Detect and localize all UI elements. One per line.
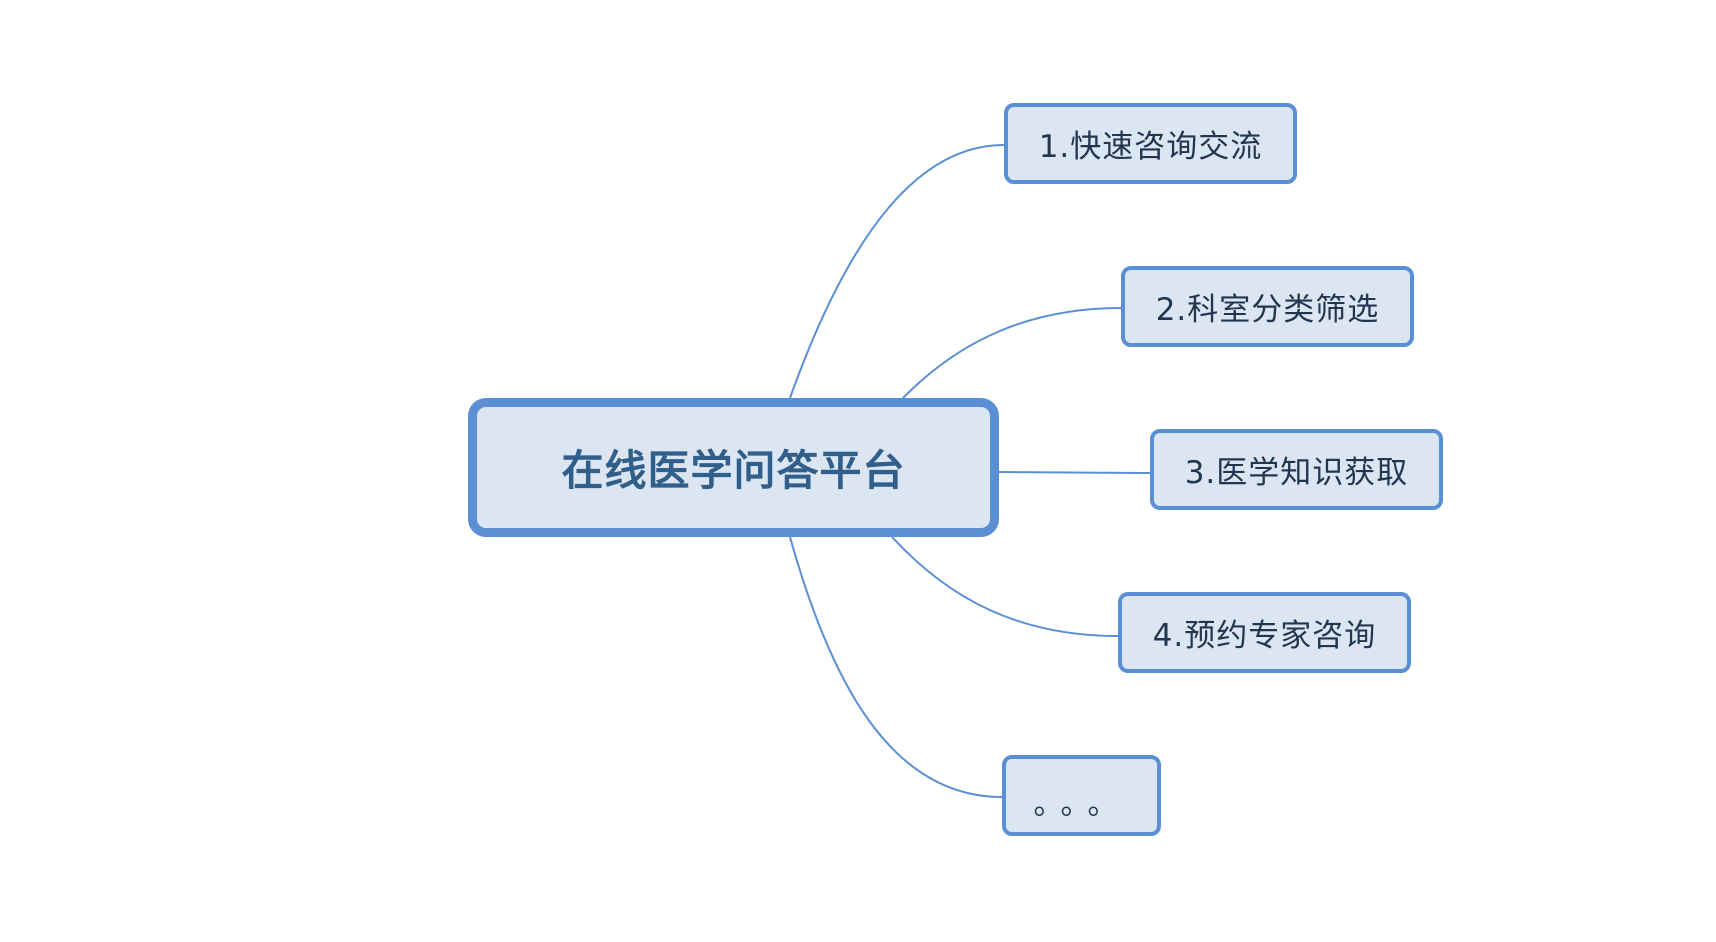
branch-node-department-filter[interactable]: 2.科室分类筛选: [1121, 266, 1414, 347]
branch-label-department-filter: 2.科室分类筛选: [1155, 292, 1380, 328]
central-topic-node[interactable]: 在线医学问答平台: [468, 398, 999, 537]
connector-2: [902, 307, 1122, 399]
branch-label-medical-knowledge: 3.医学知识获取: [1184, 455, 1409, 491]
branch-node-medical-knowledge[interactable]: 3.医学知识获取: [1150, 429, 1443, 510]
branch-node-expert-appointment[interactable]: 4.预约专家咨询: [1118, 592, 1411, 673]
connector-4: [891, 536, 1119, 637]
branch-label-quick-consult: 1.快速咨询交流: [1038, 129, 1263, 165]
branch-label-expert-appointment: 4.预约专家咨询: [1152, 618, 1377, 654]
branch-node-more[interactable]: 。。。: [1002, 755, 1161, 836]
connector-1: [789, 144, 1005, 399]
branch-label-more: 。。。: [1033, 786, 1130, 822]
branch-node-quick-consult[interactable]: 1.快速咨询交流: [1004, 103, 1297, 184]
central-topic-label: 在线医学问答平台: [561, 446, 906, 495]
connector-5: [789, 536, 1003, 798]
connector-3: [998, 471, 1151, 474]
